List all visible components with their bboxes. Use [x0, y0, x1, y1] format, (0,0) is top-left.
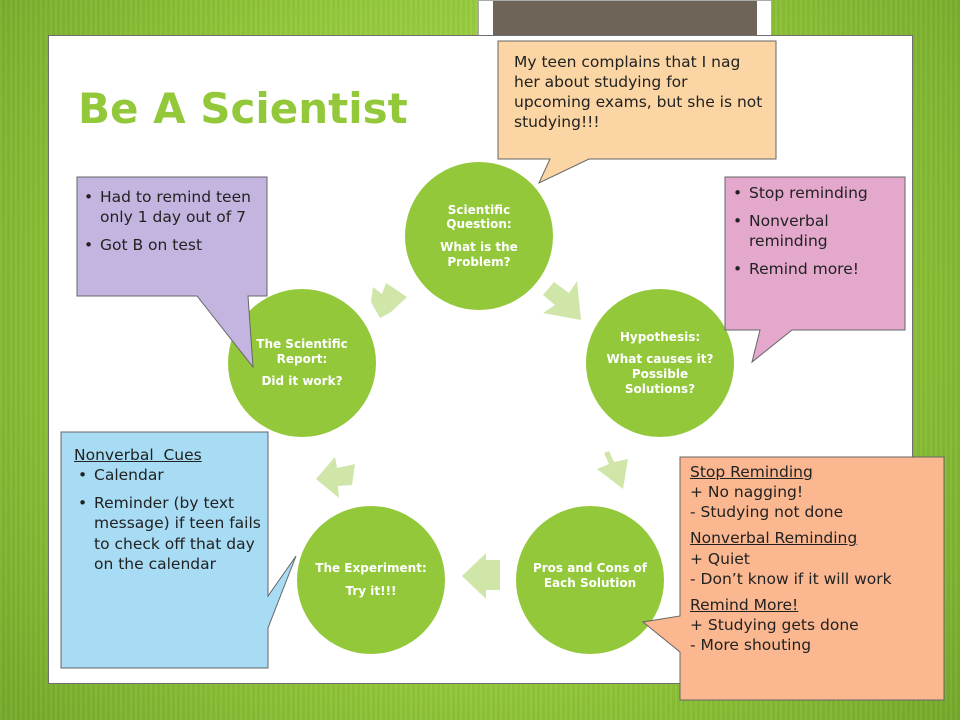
slide-title: Be A Scientist — [78, 84, 408, 133]
pros-cons-callout: Stop Reminding + No nagging! - Studying … — [690, 462, 940, 655]
nonverbal-heading: Nonverbal Cues — [74, 446, 202, 464]
step-hypothesis-body: What causes it? Possible Solutions? — [606, 352, 714, 396]
problem-callout-text: My teen complains that I nag her about s… — [514, 53, 763, 132]
solutions-item: Stop reminding — [729, 183, 903, 203]
results-item: Had to remind teen only 1 day out of 7 — [80, 187, 262, 227]
results-item: Got B on test — [80, 235, 262, 255]
nonverbal-callout: Nonverbal Cues Calendar Reminder (by tex… — [74, 445, 262, 574]
solutions-item: Remind more! — [729, 259, 903, 279]
pros-cons-line: + Studying gets done — [690, 615, 859, 634]
nonverbal-item: Calendar — [74, 465, 262, 485]
solutions-item: Nonverbal reminding — [729, 211, 903, 251]
pros-cons-group-remind-more: Remind More! + Studying gets done - More… — [690, 595, 940, 655]
pros-cons-line: - Studying not done — [690, 503, 844, 522]
arrow-question-to-hypothesis — [543, 281, 581, 320]
arrow-experiment-to-report — [316, 457, 355, 498]
step-question-heading: Scientific Question: — [446, 202, 512, 232]
pros-cons-group-nonverbal: Nonverbal Reminding + Quiet - Don’t know… — [690, 528, 940, 588]
pros-cons-heading: Remind More! — [690, 595, 799, 614]
problem-callout-shape — [497, 40, 777, 185]
step-experiment-heading: The Experiment: — [315, 561, 427, 576]
step-pros-cons-heading: Pros and Cons of Each Solution — [532, 561, 648, 590]
pros-cons-group-stop: Stop Reminding + No nagging! - Studying … — [690, 462, 940, 522]
step-hypothesis-heading: Hypothesis: — [619, 329, 701, 344]
pros-cons-line: + No nagging! — [690, 483, 804, 502]
solutions-callout: Stop reminding Nonverbal reminding Remin… — [729, 183, 903, 280]
step-pros-and-cons: Pros and Cons of Each Solution — [516, 506, 664, 654]
step-experiment: The Experiment: Try it!!! — [297, 506, 445, 654]
problem-callout: My teen complains that I nag her about s… — [514, 52, 766, 133]
nonverbal-item: Reminder (by text message) if teen fails… — [74, 493, 262, 574]
step-hypothesis: Hypothesis: What causes it? Possible Sol… — [586, 289, 734, 437]
results-callout: Had to remind teen only 1 day out of 7 G… — [80, 187, 262, 256]
arrow-report-to-question — [371, 283, 407, 318]
step-experiment-body: Try it!!! — [345, 584, 397, 598]
step-scientific-question: Scientific Question: What is the Problem… — [405, 162, 553, 310]
pros-cons-heading: Nonverbal Reminding — [690, 529, 858, 548]
pros-cons-line: + Quiet — [690, 549, 750, 568]
pros-cons-line: - More shouting — [690, 636, 812, 655]
pros-cons-line: - Don’t know if it will work — [690, 569, 892, 588]
step-report-body: Did it work? — [261, 374, 343, 389]
arrow-pros-cons-to-experiment — [462, 553, 500, 599]
pros-cons-heading: Stop Reminding — [690, 463, 813, 481]
step-report-heading: The Scientific Report: — [256, 337, 348, 366]
arrow-hypothesis-to-pros-cons — [597, 451, 628, 489]
pros-cons-callout-shape — [641, 456, 945, 701]
step-question-body: What is the Problem? — [440, 240, 518, 269]
